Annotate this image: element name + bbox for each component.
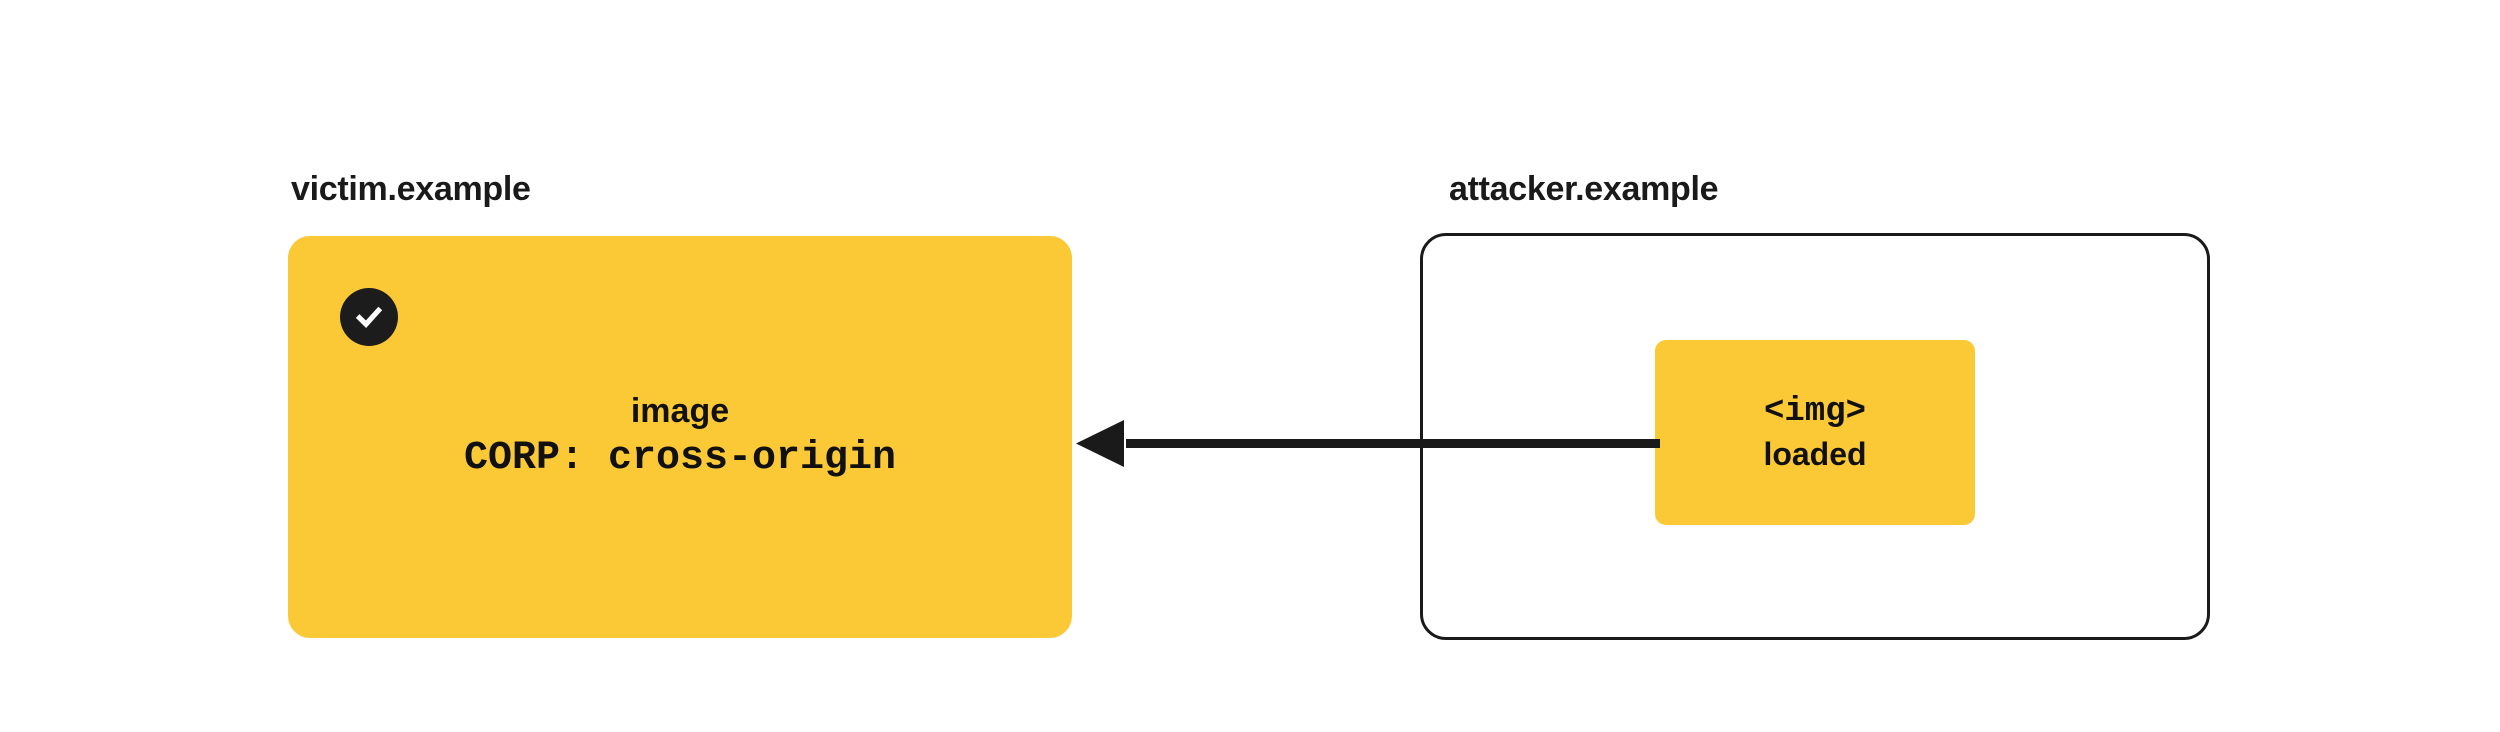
img-tag-label: <img>: [1763, 392, 1867, 431]
check-icon: [340, 288, 398, 346]
request-arrow-head: [1076, 420, 1124, 467]
img-element-box: <img> loaded: [1655, 340, 1975, 525]
victim-resource-box: image CORP: cross-origin: [288, 236, 1072, 638]
victim-resource-text: image CORP: cross-origin: [288, 236, 1072, 638]
resource-corp-header: CORP: cross-origin: [463, 435, 897, 481]
request-arrow: [1076, 420, 1660, 467]
origin-label-victim: victim.example: [291, 170, 531, 208]
img-state-label: loaded: [1763, 435, 1867, 472]
resource-name: image: [630, 392, 730, 431]
origin-label-attacker: attacker.example: [1449, 170, 1719, 208]
